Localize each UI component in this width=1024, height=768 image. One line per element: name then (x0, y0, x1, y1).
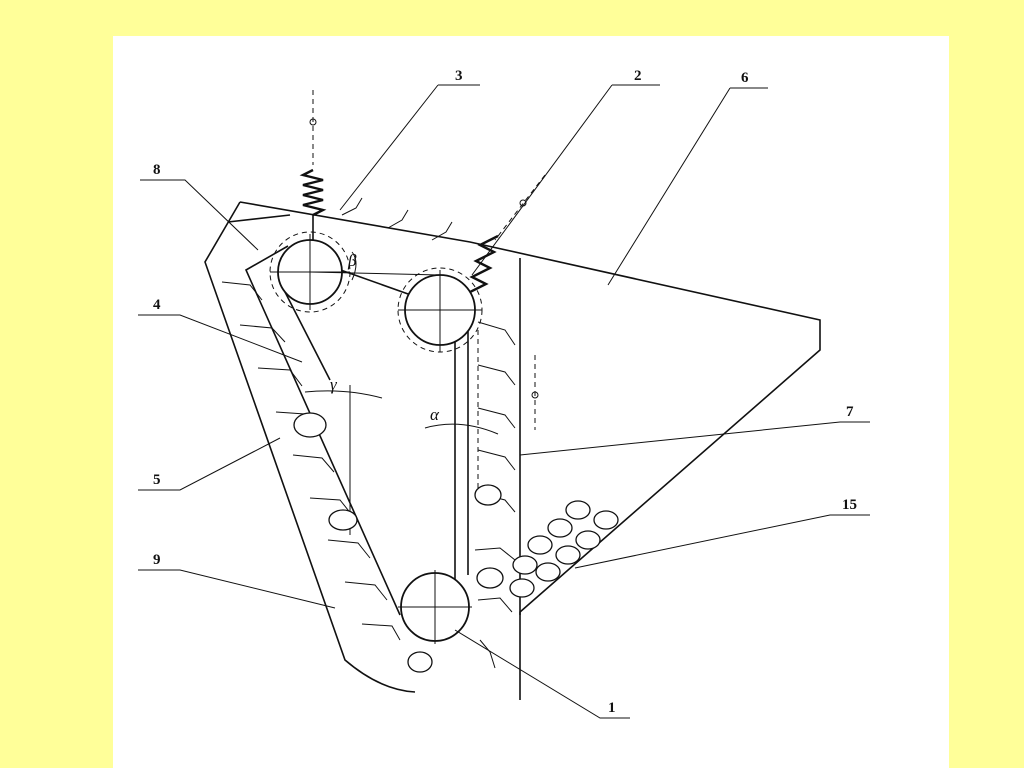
leader-lines (138, 84, 870, 719)
spring-axis-right (494, 174, 546, 241)
diagram-paper (113, 36, 949, 768)
label-2: 2 (634, 68, 642, 84)
belt-slats-left (221, 281, 401, 641)
housing-left-wall (204, 201, 416, 693)
spring-pivot-left (309, 118, 317, 126)
roller-2 (397, 267, 483, 353)
label-7: 7 (846, 404, 854, 420)
alpha-arc (424, 423, 499, 435)
angle-beta: β (347, 251, 357, 270)
label-1: 1 (608, 700, 616, 716)
spring-left (299, 168, 327, 217)
label-4: 4 (153, 297, 161, 313)
belt-slats-right (477, 321, 516, 513)
label-8: 8 (153, 162, 161, 178)
belt-slats-bottom (474, 547, 516, 669)
label-15: 15 (842, 497, 857, 513)
belt-slats-top (341, 197, 453, 241)
belt-inner-left (284, 291, 331, 381)
grains-on-belt (293, 412, 504, 673)
label-3: 3 (455, 68, 463, 84)
beta-ray (309, 271, 441, 276)
gamma-arc (304, 390, 383, 399)
grain-pile (509, 500, 619, 598)
angle-alpha: α (430, 405, 440, 424)
label-5: 5 (153, 472, 161, 488)
housing-outline (239, 201, 821, 700)
label-6: 6 (741, 70, 749, 86)
angle-gamma: γ (330, 375, 338, 394)
housing-inner-wall (227, 214, 291, 223)
guide-adjust-pivot (531, 391, 539, 399)
roller-1 (398, 570, 472, 644)
spring-right (459, 234, 499, 300)
beta-arc (351, 251, 357, 281)
label-9: 9 (153, 552, 161, 568)
